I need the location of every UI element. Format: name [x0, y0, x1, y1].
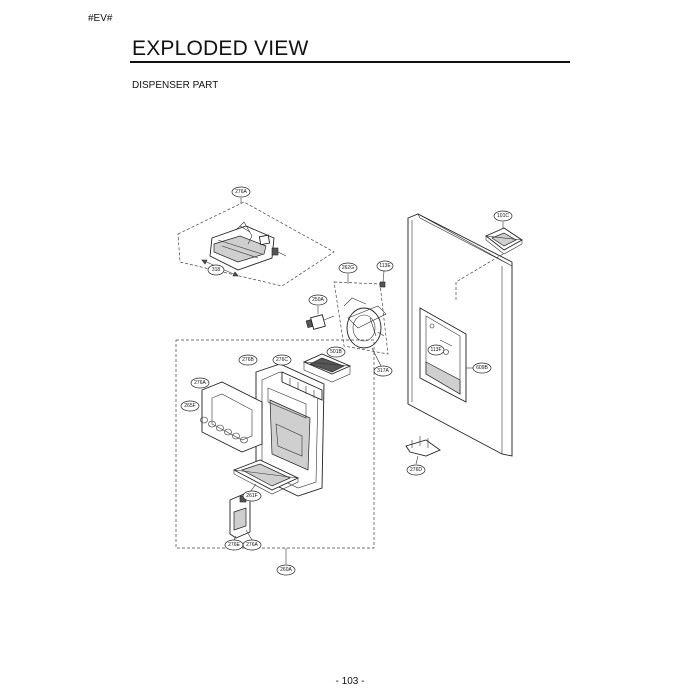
callout-261f: 261F	[242, 490, 262, 502]
callout-113e: 113E	[376, 260, 394, 272]
callout-501b: 501B	[326, 346, 346, 358]
callout-113f: 113F	[427, 344, 445, 356]
callout-label: 318	[212, 267, 221, 273]
callout-label: 317A	[377, 368, 389, 374]
document-tag: #EV#	[88, 13, 113, 24]
section-subtitle: DISPENSER PART	[132, 80, 219, 91]
title-rule	[130, 61, 570, 63]
page-number: - 103 -	[335, 676, 365, 687]
callout-label: 276C	[276, 357, 288, 363]
callout-label: 250A	[312, 297, 324, 303]
callout-317a: 317A	[373, 365, 393, 377]
callout-label: 113E	[379, 263, 391, 269]
callout-label: 276A	[235, 189, 247, 195]
callout-label: 501B	[330, 349, 342, 355]
callout-260a: 260A	[276, 564, 296, 576]
callout-label: 276B	[242, 357, 254, 363]
callout-101c: 101C	[493, 210, 513, 222]
callout-265f: 265F	[180, 400, 200, 412]
dispenser-cover-assembly	[175, 339, 375, 564]
auger-motor-assembly	[305, 270, 389, 367]
callout-276a-bottom: 276A	[242, 539, 262, 551]
callout-276c: 276C	[272, 354, 292, 366]
callout-label: 276A	[246, 542, 258, 548]
callout-label: 265F	[184, 403, 195, 409]
callout-609b: 609B	[472, 362, 492, 374]
callout-318: 318	[207, 264, 225, 276]
page-title: EXPLODED VIEW	[132, 37, 309, 60]
callout-label: 276A	[194, 380, 206, 386]
callout-label: 113F	[430, 347, 441, 353]
callout-250a: 250A	[308, 294, 328, 306]
callout-276a-mid: 276A	[190, 377, 210, 389]
callout-276b: 276B	[238, 354, 258, 366]
callout-262g: 262G	[338, 262, 358, 274]
callout-label: 609B	[476, 365, 488, 371]
callout-label: 260A	[280, 567, 292, 573]
callout-label: 262G	[342, 265, 354, 271]
button-row	[200, 416, 248, 444]
dispenser-control-assembly	[177, 198, 335, 287]
callout-276e: 276E	[224, 539, 244, 551]
callout-276d: 276D	[406, 464, 426, 476]
freezer-door-assembly	[405, 213, 523, 465]
callout-label: 276D	[410, 467, 422, 473]
callout-label: 276E	[228, 542, 240, 548]
callout-276a-top: 276A	[231, 186, 251, 198]
callout-label: 101C	[497, 213, 509, 219]
callout-label: 261F	[246, 493, 257, 499]
